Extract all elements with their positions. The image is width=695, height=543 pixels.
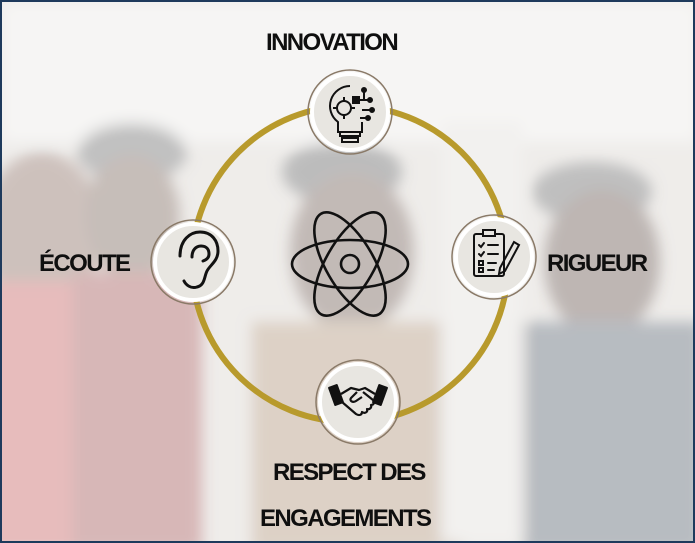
label-innovation: INNOVATION xyxy=(266,29,399,56)
label-ecoute: ÉCOUTE xyxy=(39,250,131,277)
checklist-pencil-icon xyxy=(473,229,521,277)
handshake-icon xyxy=(328,384,388,417)
respect-des-engagements-node xyxy=(315,359,401,445)
ear-icon xyxy=(178,230,220,289)
ecoute-node xyxy=(150,219,236,305)
innovation-node xyxy=(307,69,393,155)
rigueur-node xyxy=(451,214,537,300)
label-rigueur: RIGUEUR xyxy=(547,250,648,277)
atom-icon xyxy=(290,211,410,317)
lightbulb-gear-circuit-icon xyxy=(329,85,375,143)
label-respect-des: RESPECT DES xyxy=(273,459,426,486)
label-engagements: ENGAGEMENTS xyxy=(260,505,432,532)
